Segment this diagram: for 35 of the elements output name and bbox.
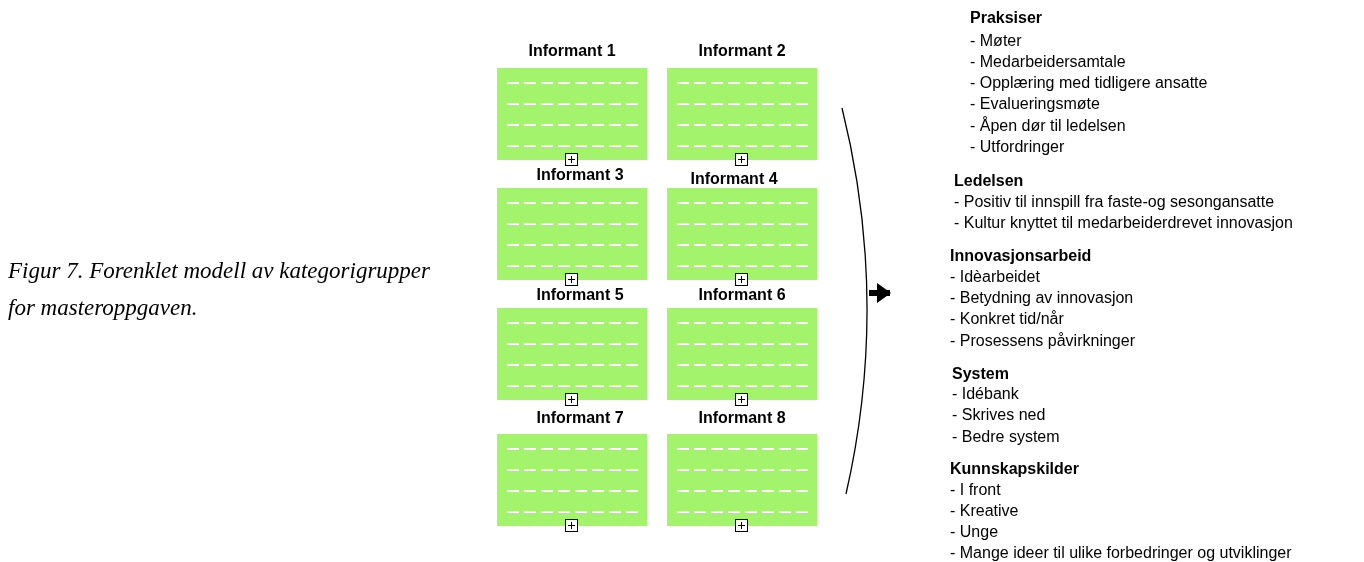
list-item: - Evalueringsmøte	[970, 94, 1100, 114]
list-item: - Idèarbeidet	[950, 267, 1040, 287]
list-item: - Positiv til innspill fra faste-og sesongansatte	[954, 192, 1275, 212]
category-heading: Ledelsen	[954, 171, 1024, 191]
card-heading: Informant 2	[697, 41, 787, 61]
card-heading: Informant 5	[535, 285, 625, 305]
list-item: - Betydning av innovasjon	[950, 288, 1134, 308]
list-item: - Idébank	[952, 384, 1019, 404]
list-item: - Mange ideer til ulike forbedringer og utviklinger	[950, 543, 1292, 562]
list-item: - Prosessens påvirkninger	[950, 331, 1135, 351]
list-item: - Konkret tid/når	[950, 309, 1064, 329]
list-item: - Åpen dør til ledelsen	[970, 116, 1126, 136]
list-item: - Bedre system	[952, 427, 1060, 447]
figure-caption: Figur 7. Forenklet modell av kategorigrupper for masteroppgaven.	[8, 257, 431, 322]
category-heading: Innovasjonsarbeid	[950, 246, 1092, 266]
list-item: - Møter	[970, 31, 1022, 51]
category-heading: Kunnskapskilder	[950, 459, 1079, 479]
card-heading: Informant 1	[527, 41, 617, 61]
list-item: - Kultur knyttet til medarbeiderdrevet innovasjon	[954, 213, 1293, 233]
category-heading: System	[952, 364, 1009, 384]
list-item: - Unge	[950, 522, 999, 542]
card-heading: Informant 7	[535, 408, 625, 428]
card-heading: Informant 6	[697, 285, 787, 305]
card-heading: Informant 8	[697, 408, 787, 428]
list-item: - Skrives ned	[952, 405, 1046, 425]
card-heading: Informant 4	[689, 169, 779, 189]
list-item: - Utfordringer	[970, 137, 1065, 157]
bracket-arc	[840, 106, 870, 496]
list-item: - I front	[950, 480, 1001, 500]
list-item: - Kreative	[950, 501, 1019, 521]
list-item: - Medarbeidersamtale	[970, 52, 1126, 72]
arrow	[869, 283, 891, 303]
card-heading: Informant 3	[535, 165, 625, 185]
list-item: - Opplæring med tidligere ansatte	[970, 73, 1208, 93]
category-heading: Praksiser	[970, 8, 1043, 28]
